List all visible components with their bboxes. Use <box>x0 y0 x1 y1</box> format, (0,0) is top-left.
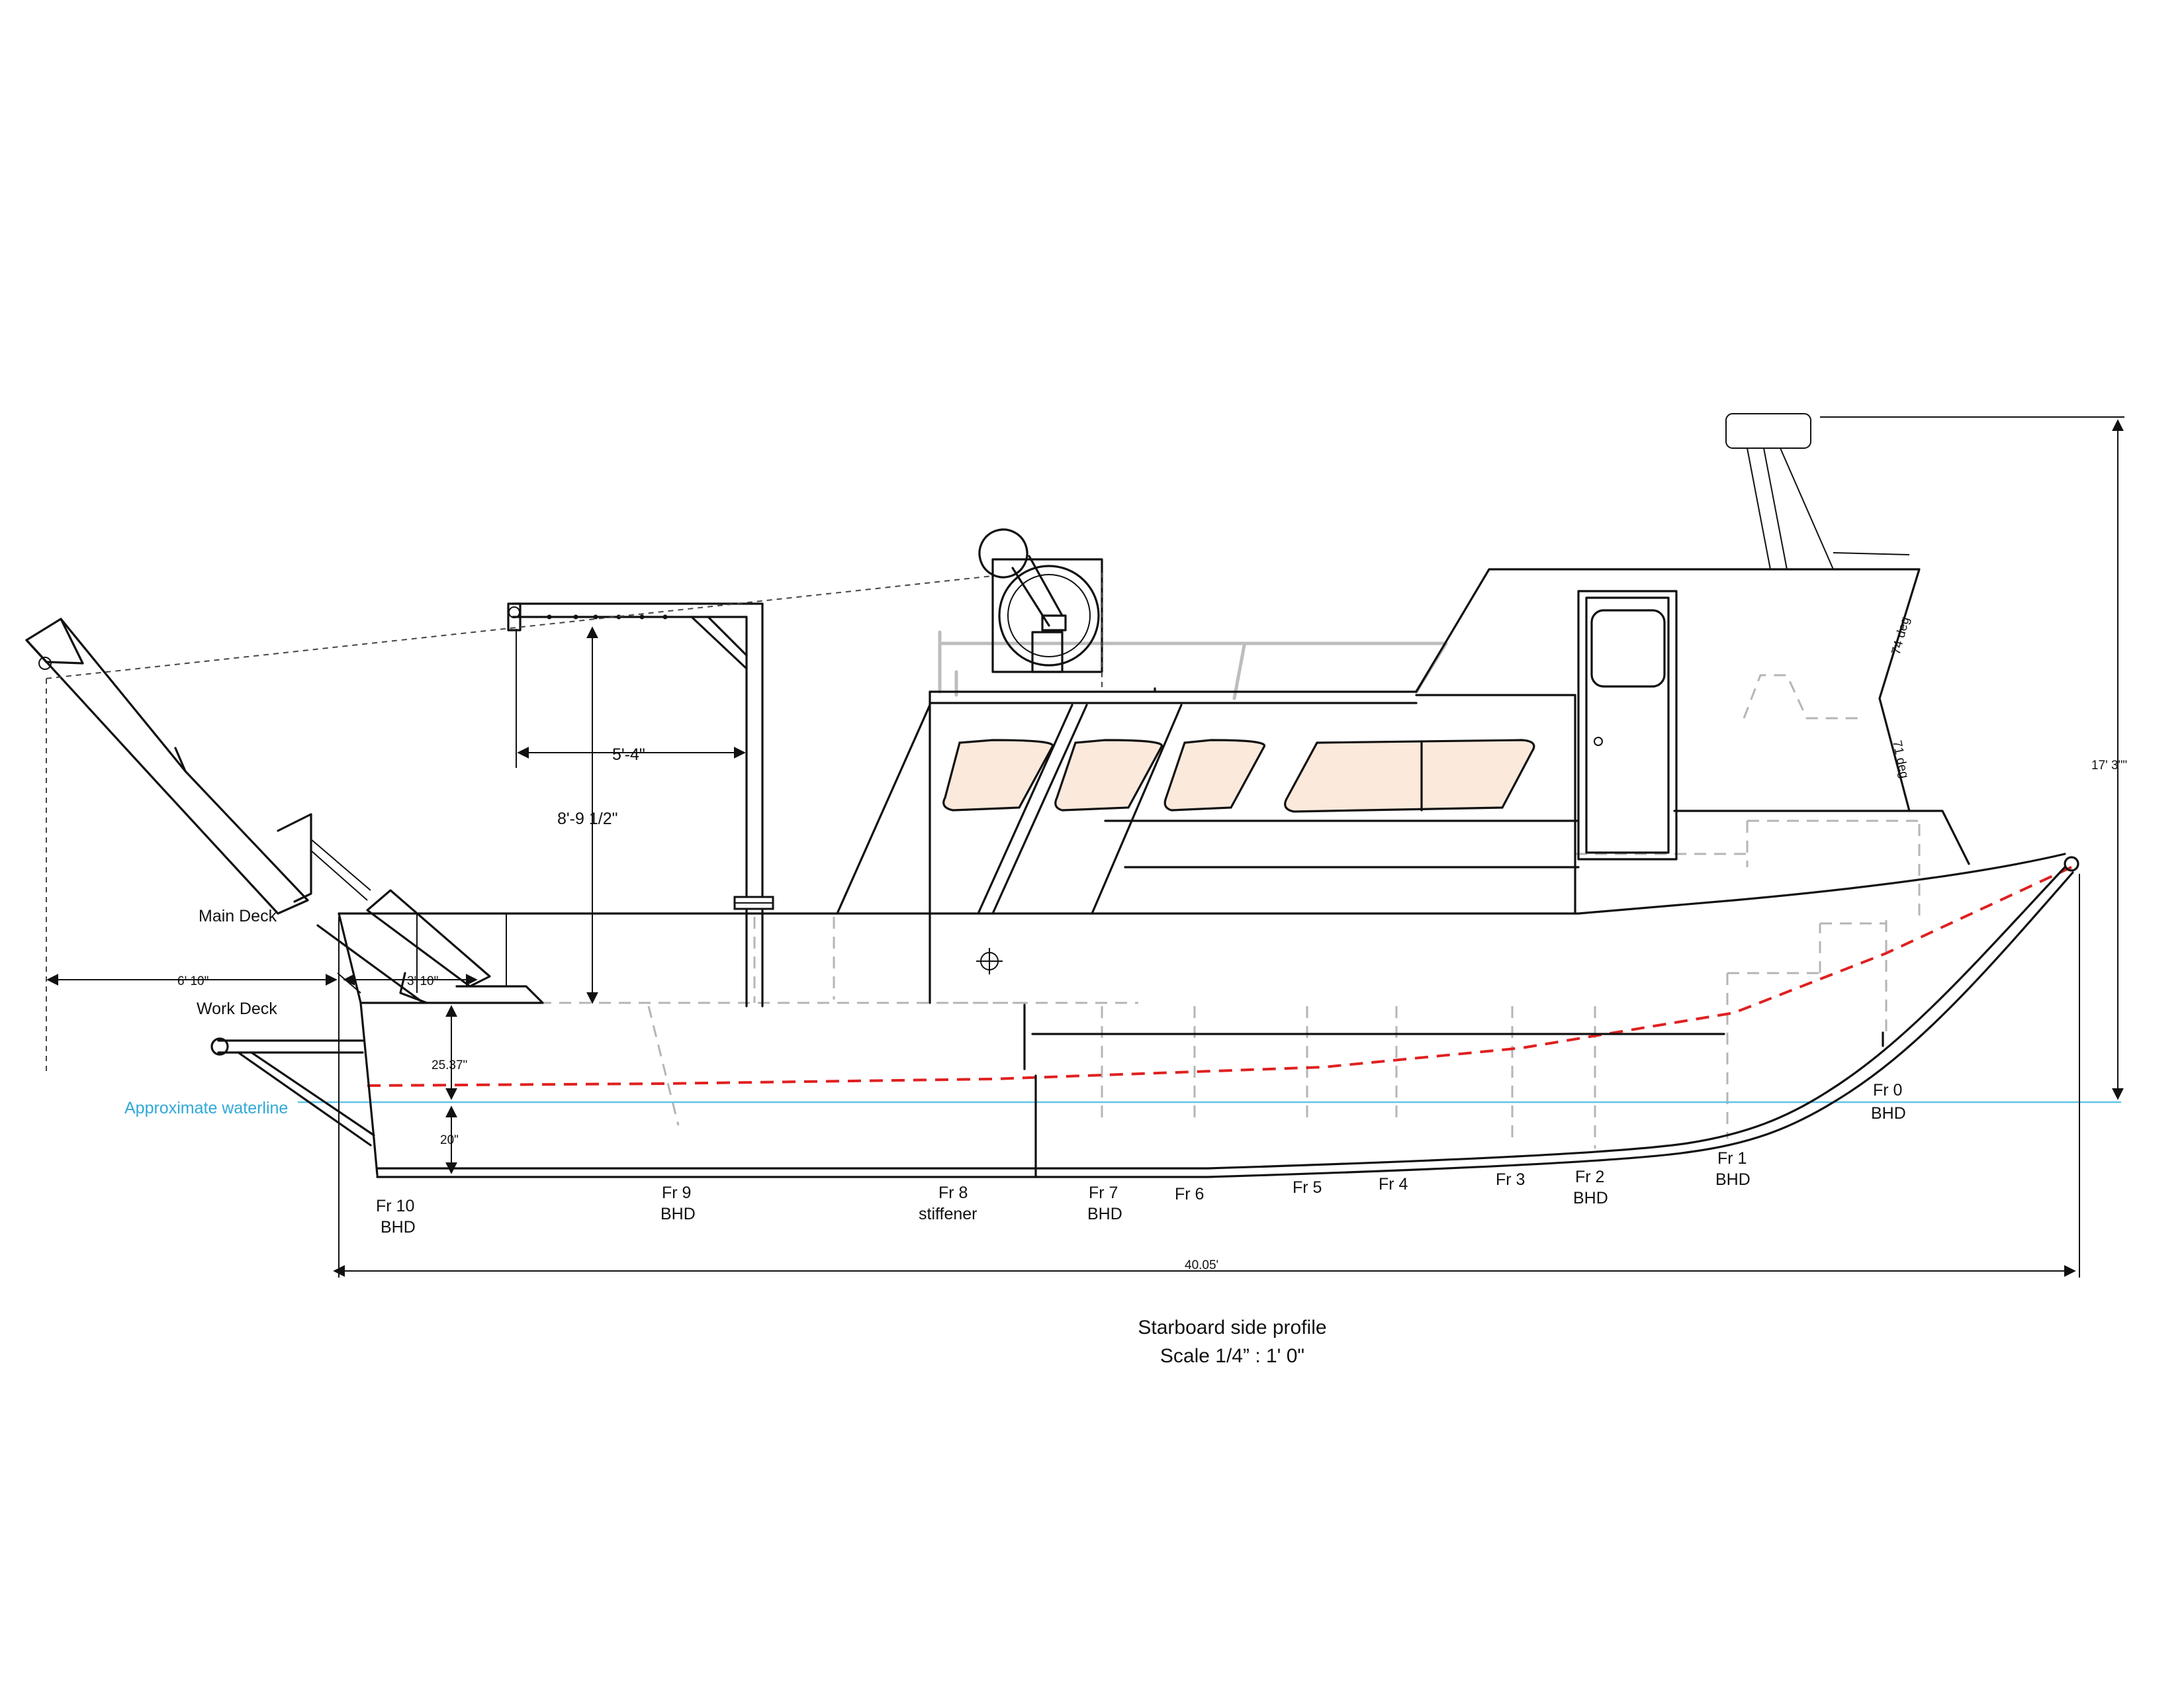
drawing-scale: Scale 1/4” : 1' 0" <box>1160 1345 1304 1367</box>
frame-label: Fr 1 <box>1717 1149 1747 1168</box>
labels: Main Deck Work Deck Approximate waterlin… <box>124 616 2127 1367</box>
main-deck-label: Main Deck <box>199 907 277 925</box>
freeboard-dim: 25.37" <box>432 1058 467 1072</box>
sheer-line <box>367 866 2072 1087</box>
overall-height-dim: 17' 3"" <box>2091 759 2127 773</box>
frame-label: BHD <box>1573 1189 1608 1207</box>
frame-label: BHD <box>1087 1205 1122 1223</box>
frame-label: BHD <box>381 1218 416 1237</box>
waterline-label: Approximate waterline <box>124 1099 288 1117</box>
hull <box>338 853 2079 1178</box>
frame-label: Fr 0 <box>1873 1081 1902 1100</box>
frame-label: BHD <box>1715 1170 1751 1189</box>
drawing-title: Starboard side profile <box>1138 1317 1326 1338</box>
frame-label: Fr 2 <box>1575 1168 1604 1186</box>
frame-label: Fr 3 <box>1496 1170 1525 1189</box>
angle-upper-label: 74 deg <box>1889 616 1913 657</box>
crane-reach-dim: 5'-4" <box>612 745 645 764</box>
frame-label: Fr 9 <box>662 1184 691 1202</box>
winch <box>978 528 1103 673</box>
crane-height-dim: 8'-9 1/2" <box>557 810 617 828</box>
work-deck-label: Work Deck <box>197 1000 277 1018</box>
crane <box>507 602 774 1008</box>
frame-label: Fr 10 <box>376 1197 414 1215</box>
frame-label: BHD <box>1871 1104 1906 1123</box>
cabin <box>836 413 1970 1004</box>
frame-label: BHD <box>660 1205 696 1223</box>
hidden-lines <box>361 568 1921 1149</box>
frame-label: Fr 8 <box>938 1184 968 1202</box>
frame-label: stiffener <box>919 1205 977 1223</box>
overhang-dim: 6' 10" <box>177 974 208 988</box>
frame-label: Fr 4 <box>1379 1175 1408 1194</box>
frame-label: Fr 6 <box>1175 1185 1204 1203</box>
angle-lower-label: 71 deg <box>1889 739 1911 780</box>
frame-label: Fr 7 <box>1089 1184 1118 1202</box>
cabin-windows <box>942 739 1535 813</box>
draft-dim: 20" <box>440 1133 459 1147</box>
ramp-dim: 3' 10" <box>407 974 438 988</box>
dimension-lines <box>46 416 2124 1278</box>
overall-length-dim: 40.05' <box>1185 1258 1218 1272</box>
frame-label: Fr 5 <box>1293 1178 1322 1197</box>
